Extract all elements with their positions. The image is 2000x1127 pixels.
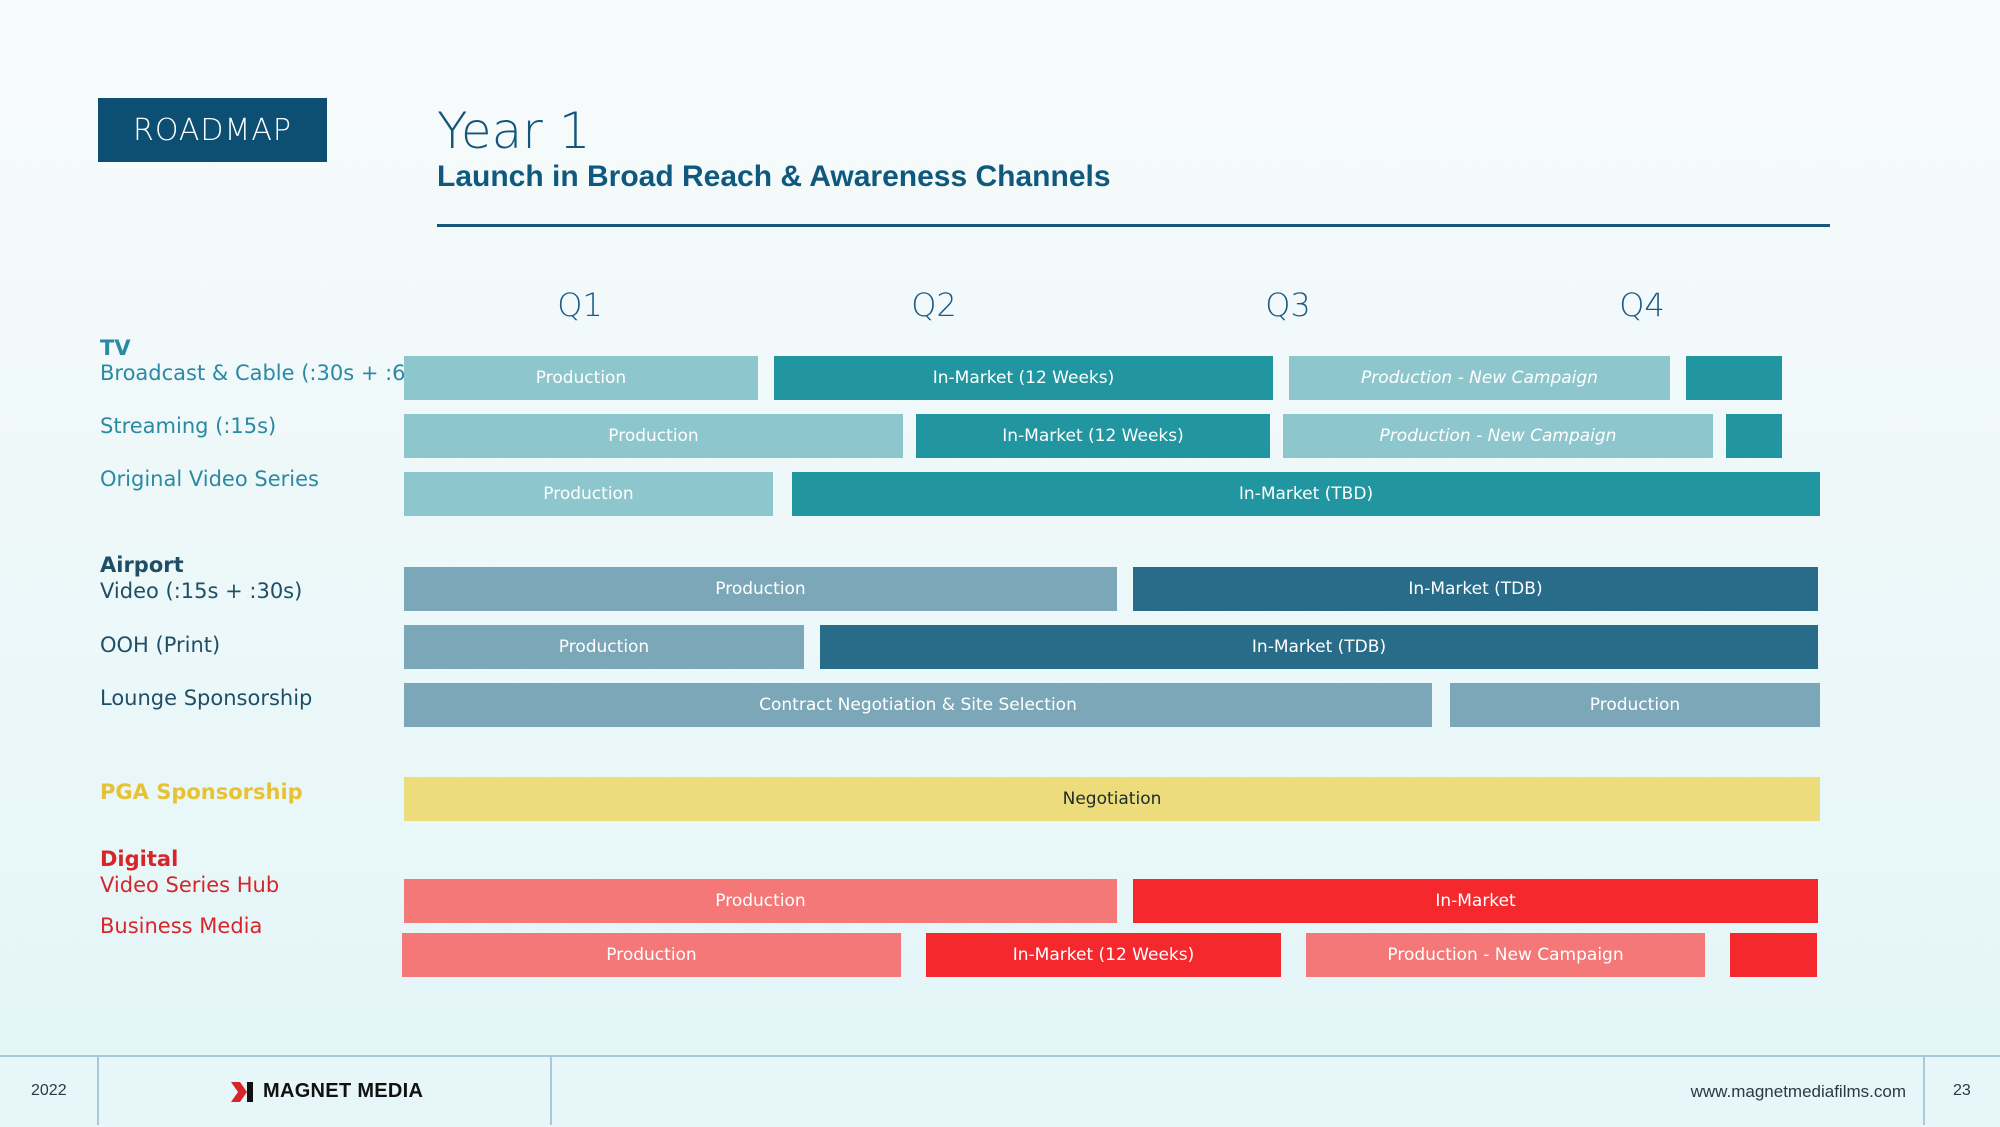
magnet-media-logo: MAGNET MEDIA <box>231 1080 423 1103</box>
bar-airport-video-in-market: In-Market (TDB) <box>1133 567 1818 611</box>
bar-original-video-in-market: In-Market (TBD) <box>792 472 1820 516</box>
footer-year: 2022 <box>31 1082 67 1099</box>
quarter-q2-label: Q2 <box>911 286 957 324</box>
quarter-q3-label: Q3 <box>1265 286 1311 324</box>
row-label-streaming: Streaming (:15s) <box>100 414 277 438</box>
row-label-ooh: OOH (Print) <box>100 633 221 657</box>
bar-streaming-in-market: In-Market (12 Weeks) <box>916 414 1270 458</box>
footer-logo-text: MAGNET MEDIA <box>263 1080 424 1102</box>
footer-divider <box>550 1056 552 1125</box>
bar-broadcast-in-market-q4 <box>1686 356 1782 400</box>
row-label-business-media: Business Media <box>100 914 263 938</box>
digital-group-heading: Digital <box>100 847 179 871</box>
footer <box>0 1055 2000 1127</box>
footer-url: www.magnetmediafilms.com <box>1690 1082 1906 1101</box>
roadmap-badge: ROADMAP <box>98 98 327 162</box>
bar-broadcast-new-campaign: Production - New Campaign <box>1289 356 1670 400</box>
bar-business-media-production: Production <box>402 933 901 977</box>
footer-divider <box>1923 1056 1925 1125</box>
airport-group-heading: Airport <box>100 553 184 577</box>
page-number: 23 <box>1953 1082 1971 1099</box>
bar-lounge-negotiation: Contract Negotiation & Site Selection <box>404 683 1432 727</box>
bar-video-hub-production: Production <box>404 879 1117 923</box>
bar-pga-negotiation: Negotiation <box>404 777 1820 821</box>
bar-business-media-in-market-q4 <box>1730 933 1817 977</box>
bar-streaming-in-market-q4 <box>1726 414 1782 458</box>
row-label-lounge: Lounge Sponsorship <box>100 686 313 710</box>
pga-group-heading: PGA Sponsorship <box>100 780 303 804</box>
bar-original-video-production: Production <box>404 472 773 516</box>
bar-broadcast-in-market: In-Market (12 Weeks) <box>774 356 1273 400</box>
bar-video-hub-in-market: In-Market <box>1133 879 1818 923</box>
magnet-logo-icon <box>231 1081 253 1102</box>
bar-broadcast-production: Production <box>404 356 758 400</box>
bar-ooh-in-market: In-Market (TDB) <box>820 625 1818 669</box>
bar-lounge-production: Production <box>1450 683 1820 727</box>
footer-divider <box>97 1056 99 1125</box>
bar-business-media-new-campaign: Production - New Campaign <box>1306 933 1705 977</box>
bar-business-media-in-market: In-Market (12 Weeks) <box>926 933 1281 977</box>
bar-streaming-production: Production <box>404 414 903 458</box>
page-title: Year 1 <box>437 102 591 160</box>
row-label-broadcast: Broadcast & Cable (:30s + :60s) <box>100 361 439 385</box>
quarter-q1-label: Q1 <box>557 286 603 324</box>
tv-group-heading: TV <box>100 336 131 360</box>
row-label-airport-video: Video (:15s + :30s) <box>100 579 303 603</box>
bar-ooh-production: Production <box>404 625 804 669</box>
bar-streaming-new-campaign: Production - New Campaign <box>1283 414 1713 458</box>
row-label-original-video: Original Video Series <box>100 467 319 491</box>
bar-airport-video-production: Production <box>404 567 1117 611</box>
page-subtitle: Launch in Broad Reach & Awareness Channe… <box>437 160 1111 193</box>
quarter-q4-label: Q4 <box>1619 286 1665 324</box>
title-divider <box>437 224 1830 227</box>
row-label-video-series-hub: Video Series Hub <box>100 873 280 897</box>
